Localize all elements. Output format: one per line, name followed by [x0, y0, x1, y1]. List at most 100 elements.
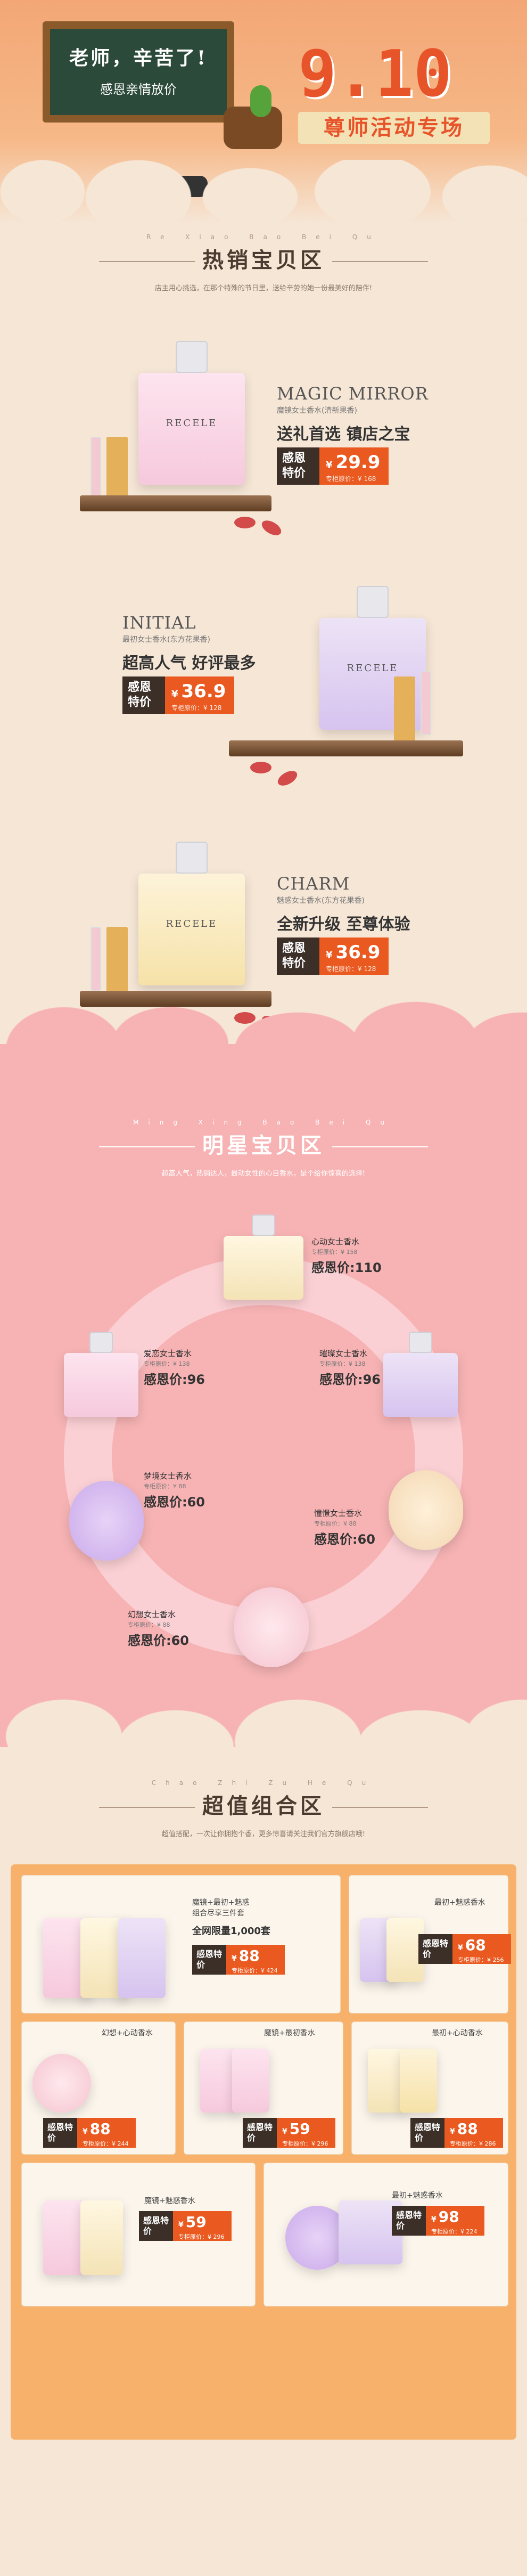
rose-petal [275, 768, 300, 789]
combo-name: 魔镜+魅惑香水 [144, 2197, 195, 2205]
star-original-price: 专柜原价：¥ 88 [144, 1483, 186, 1490]
star-price: 感恩价:60 [314, 1532, 375, 1547]
rose-petal [234, 517, 256, 528]
star-name: 憧憬女士香水 [314, 1509, 363, 1518]
combo-desc: 超值搭配，一次让你拥抱个香，更多惊喜请关注我们官方旗舰店哦! [161, 1830, 366, 1838]
product-subtitle: 最初女士香水(东方花果香) [122, 635, 210, 644]
product-slogan: 超高人气 好评最多 [122, 654, 256, 673]
product-english-name: INITIAL [122, 613, 196, 633]
perfume-bottle: RECELE [138, 341, 245, 485]
sample-box [394, 676, 415, 746]
sample-vial [421, 671, 431, 735]
product-subtitle: 魅惑女士香水(东方花果香) [277, 896, 365, 905]
price-value: 36.9 [335, 942, 381, 963]
combo-name: 魔镜+最初香水 [264, 2029, 315, 2037]
perfume-bottle: RECELE [138, 842, 245, 985]
price-value: 36.9 [181, 681, 226, 702]
combo-section-title: Chao Zhi Zu He Qu 超值组合区 超值搭配，一次让你拥抱个香，更多… [0, 1779, 527, 1838]
hero-slogan: 尊师活动专场 [298, 112, 490, 144]
perfume-bottle [383, 1332, 458, 1417]
perfume-bottle [69, 1481, 144, 1561]
sample-box [106, 437, 128, 506]
combo-name: 魔镜+最初+魅惑 [192, 1898, 250, 1907]
star-original-price: 专柜原价：¥ 88 [314, 1520, 357, 1527]
star-name: 梦境女士香水 [144, 1471, 192, 1481]
wooden-shelf [80, 495, 271, 511]
hot-title: 热销宝贝区 [202, 248, 325, 273]
combo-sub: 组合尽享三件套 [192, 1909, 244, 1918]
hot-pinyin: Re Xiao Bao Bei Qu [146, 233, 381, 241]
hot-section-title: Re Xiao Bao Bei Qu 热销宝贝区 店主用心挑选，在那个特殊的节日… [0, 233, 527, 292]
original-price: 专柜原价：¥ 128 [326, 965, 376, 973]
star-desc: 超高人气，热销达人，最动女性的心目香水，是个给你惊喜的选择! [161, 1170, 366, 1178]
ring-inner [112, 1305, 415, 1609]
combo-name: 最初+魅惑香水 [434, 1898, 485, 1907]
perfume-bottle [64, 1332, 138, 1417]
combo-pinyin: Chao Zhi Zu He Qu [151, 1779, 376, 1787]
perfume-bottle [234, 1587, 309, 1667]
price-card[interactable]: 感恩特价 ¥29.9 专柜原价：¥ 168 [277, 447, 389, 485]
rose-petal [259, 517, 284, 539]
price-card[interactable]: 感恩特价 ¥36.9 专柜原价：¥ 128 [122, 676, 234, 714]
rose-petal [250, 762, 271, 773]
hero-date: 9.10 [298, 37, 452, 111]
star-price: 感恩价:96 [319, 1372, 381, 1387]
price-label: 感恩特价 [277, 938, 319, 975]
star-original-price: 专柜原价：¥ 158 [311, 1249, 358, 1256]
hero-cloud-divider [0, 160, 527, 224]
sample-vial [90, 437, 101, 501]
combo-name: 幻想+心动香水 [102, 2029, 153, 2037]
product-subtitle: 魔镜女士香水(清新果香) [277, 406, 357, 415]
star-name: 心动女士香水 [311, 1237, 360, 1246]
star-section-title: Ming Xing Bao Bei Qu 明星宝贝区 超高人气，热销达人，最动女… [0, 1119, 527, 1178]
star-title: 明星宝贝区 [202, 1134, 325, 1158]
hot-desc: 店主用心挑选，在那个特殊的节日里，送给辛劳的她一份最美好的陪伴! [154, 284, 373, 292]
hero-banner: 老师，辛苦了! 感恩亲情放价 9.10 尊师活动专场 [0, 0, 527, 224]
sample-vial [90, 927, 101, 991]
blackboard: 老师，辛苦了! 感恩亲情放价 [43, 21, 234, 123]
star-original-price: 专柜原价：¥ 138 [144, 1360, 190, 1367]
price-label: 感恩特价 [277, 447, 319, 485]
star-name: 幻想女士香水 [128, 1610, 176, 1619]
combo-name: 最初+心动香水 [432, 2029, 483, 2037]
star-price: 感恩价:110 [311, 1260, 382, 1275]
star-name: 璀璨女士香水 [319, 1349, 368, 1358]
perfume-bottle [389, 1470, 463, 1550]
plant-illustration [250, 85, 271, 117]
wooden-shelf [229, 740, 463, 756]
product-slogan: 送礼首选 镇店之宝 [277, 425, 410, 444]
sample-box [106, 927, 128, 996]
combo-title: 超值组合区 [202, 1794, 325, 1819]
price-value: 29.9 [335, 452, 381, 473]
price-label: 感恩特价 [122, 676, 165, 714]
product-english-name: MAGIC MIRROR [277, 384, 429, 404]
original-price: 专柜原价：¥ 168 [326, 475, 376, 483]
star-price: 感恩价:60 [128, 1633, 189, 1648]
price-card[interactable]: 感恩特价 ¥36.9 专柜原价：¥ 128 [277, 938, 389, 975]
star-price: 感恩价:96 [144, 1372, 205, 1387]
blackboard-subtitle: 感恩亲情放价 [100, 82, 177, 97]
star-price: 感恩价:60 [144, 1495, 205, 1510]
star-original-price: 专柜原价：¥ 88 [128, 1621, 170, 1628]
perfume-bottle [224, 1214, 303, 1300]
star-original-price: 专柜原价：¥ 138 [319, 1360, 366, 1367]
combo-name: 最初+魅惑香水 [392, 2191, 443, 2200]
product-english-name: CHARM [277, 874, 350, 894]
star-pinyin: Ming Xing Bao Bei Qu [133, 1119, 394, 1126]
product-slogan: 全新升级 至尊体验 [277, 915, 410, 934]
star-name: 爱恋女士香水 [144, 1349, 192, 1358]
